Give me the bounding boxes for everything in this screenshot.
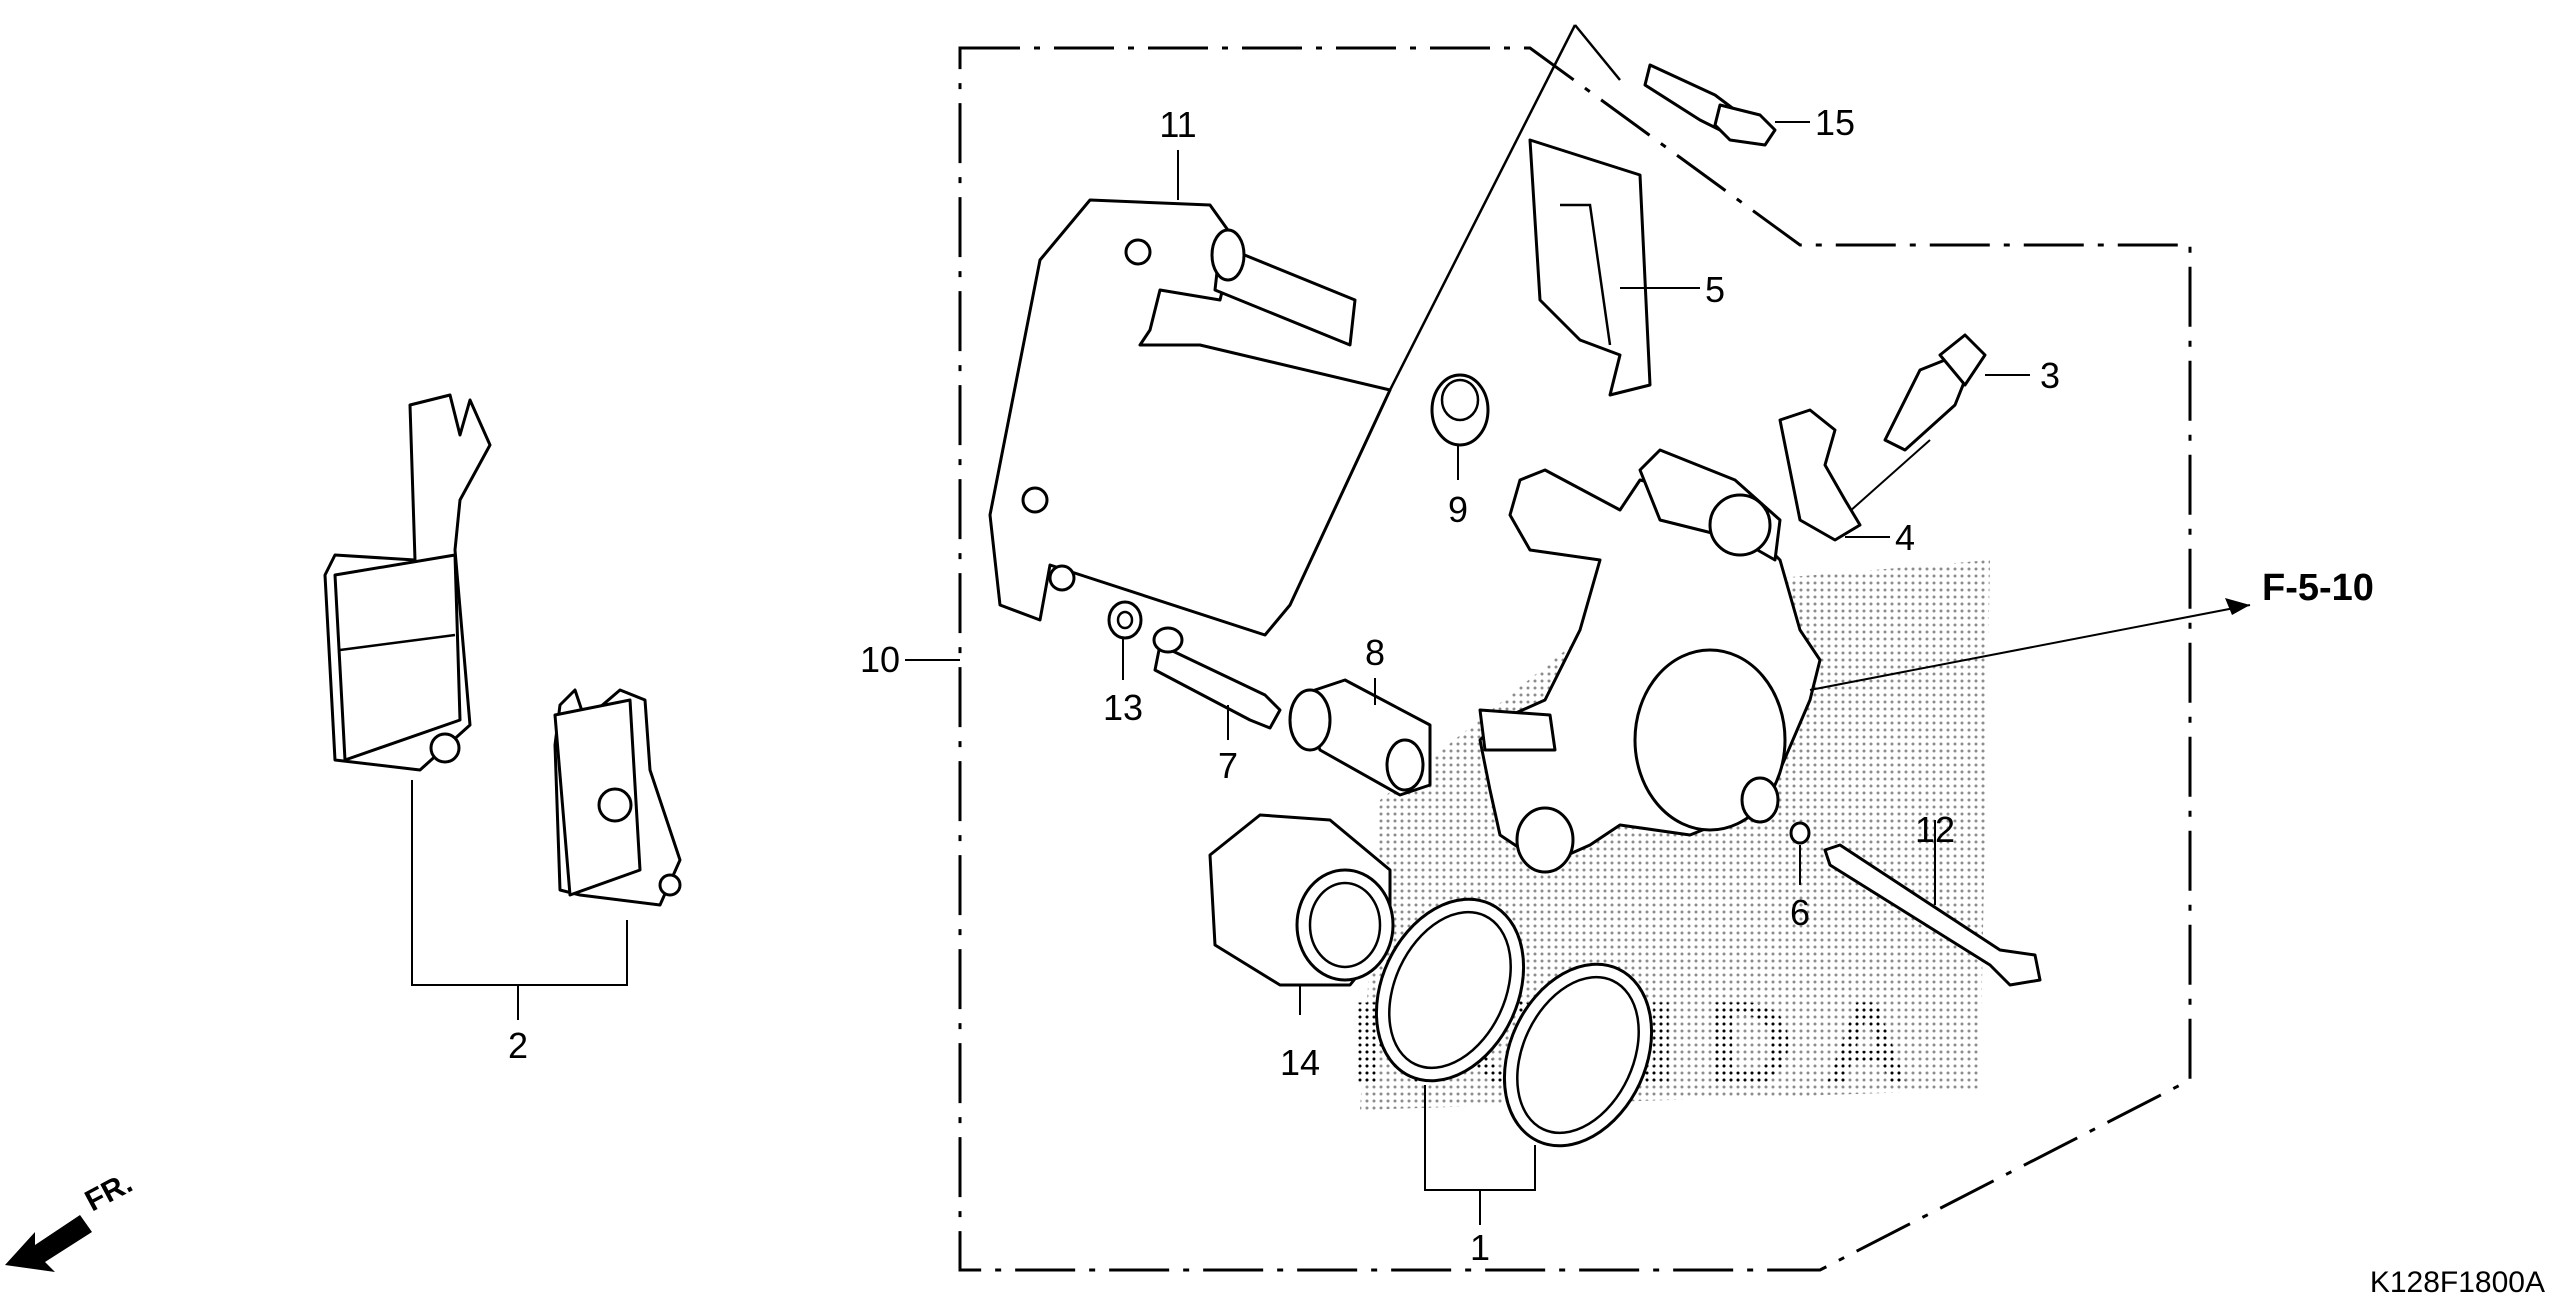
caliper-bracket <box>988 24 1621 637</box>
assembly-boundary <box>958 46 2192 1272</box>
washer-6 <box>1789 821 1811 885</box>
bolt-15 <box>1643 63 1810 147</box>
callout-4: 4 <box>1895 517 1915 558</box>
callout-6: 6 <box>1790 892 1810 933</box>
brake-pad-set <box>323 393 682 1020</box>
svg-text:FR.: FR. <box>80 1166 138 1218</box>
callout-14: 14 <box>1280 1042 1320 1083</box>
bleeder-cap <box>1778 408 1890 542</box>
callout-2: 2 <box>508 1025 528 1066</box>
callout-13: 13 <box>1103 687 1143 728</box>
callout-15: 15 <box>1815 102 1855 143</box>
bolt-12 <box>1823 820 2042 987</box>
washer-13 <box>1107 600 1143 680</box>
callout-3: 3 <box>2040 355 2060 396</box>
reference-label: F-5-10 <box>2262 567 2374 609</box>
callout-1: 1 <box>1470 1227 1490 1268</box>
bleeder-screw <box>1839 333 2030 521</box>
slide-pin-8 <box>1288 678 1432 797</box>
diagram-code: K128F1800A <box>2370 1266 2545 1299</box>
seal-set <box>1374 897 1654 1225</box>
callout-9: 9 <box>1448 489 1468 530</box>
pin-bolt-7 <box>1152 626 1282 740</box>
piston <box>1208 813 1395 1015</box>
callout-7: 7 <box>1218 745 1238 786</box>
caliper-body <box>1478 448 1822 874</box>
boot <box>1430 373 1490 480</box>
callout-11: 11 <box>1159 104 1196 145</box>
callout-12: 12 <box>1915 809 1955 850</box>
front-direction-arrow: FR. <box>5 1166 138 1272</box>
callout-5: 5 <box>1705 269 1725 310</box>
callout-8: 8 <box>1365 632 1385 673</box>
pad-spring <box>1528 138 1700 397</box>
callout-10: 10 <box>860 639 900 680</box>
